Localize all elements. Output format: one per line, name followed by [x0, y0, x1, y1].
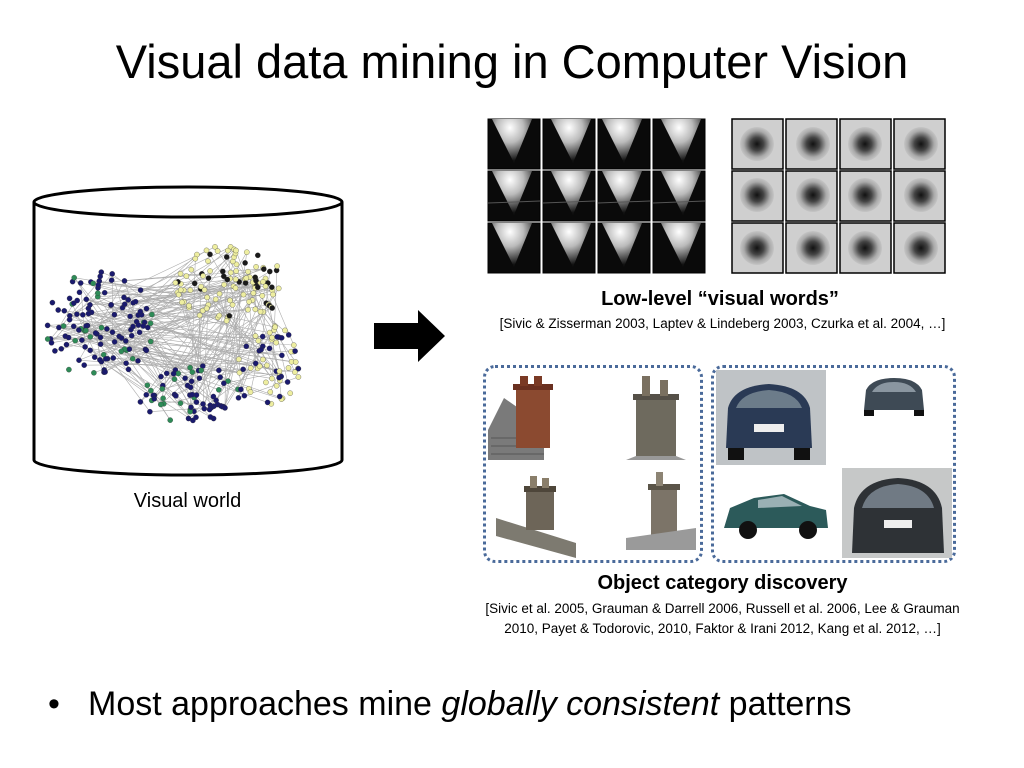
visual-words-heading: Low-level “visual words” [601, 288, 839, 310]
object-discovery-heading: Object category discovery [597, 572, 848, 594]
visual-words-citation: [Sivic & Zisserman 2003, Laptev & Lindeb… [499, 316, 946, 331]
slide-title: Visual data mining in Computer Vision [115, 35, 909, 88]
bullet-point: • Most approaches mine globally consisten… [48, 680, 852, 728]
chimney-images-panel [483, 365, 703, 563]
chimney-photos [488, 376, 696, 558]
bullet-text-before: Most approaches mine [88, 685, 442, 723]
bullet-dot-icon: • [48, 685, 60, 723]
visual-words-patches-corner [487, 118, 706, 274]
bullet-text-after: patterns [719, 685, 852, 723]
visual-words-patches-blob [731, 118, 946, 274]
car-photos [716, 370, 952, 558]
network-graph [44, 244, 302, 424]
bullet-text-emphasis: globally consistent [441, 685, 720, 723]
database-cylinder-illustration [32, 185, 344, 477]
object-discovery-citation-line1: [Sivic et al. 2005, Grauman & Darrell 20… [485, 601, 960, 616]
car-images-panel [711, 365, 956, 563]
object-discovery-citation-line2: 2010, Payet & Todorovic, 2010, Faktor & … [504, 621, 941, 636]
right-arrow-icon [374, 310, 445, 362]
database-label: Visual world [133, 490, 242, 512]
